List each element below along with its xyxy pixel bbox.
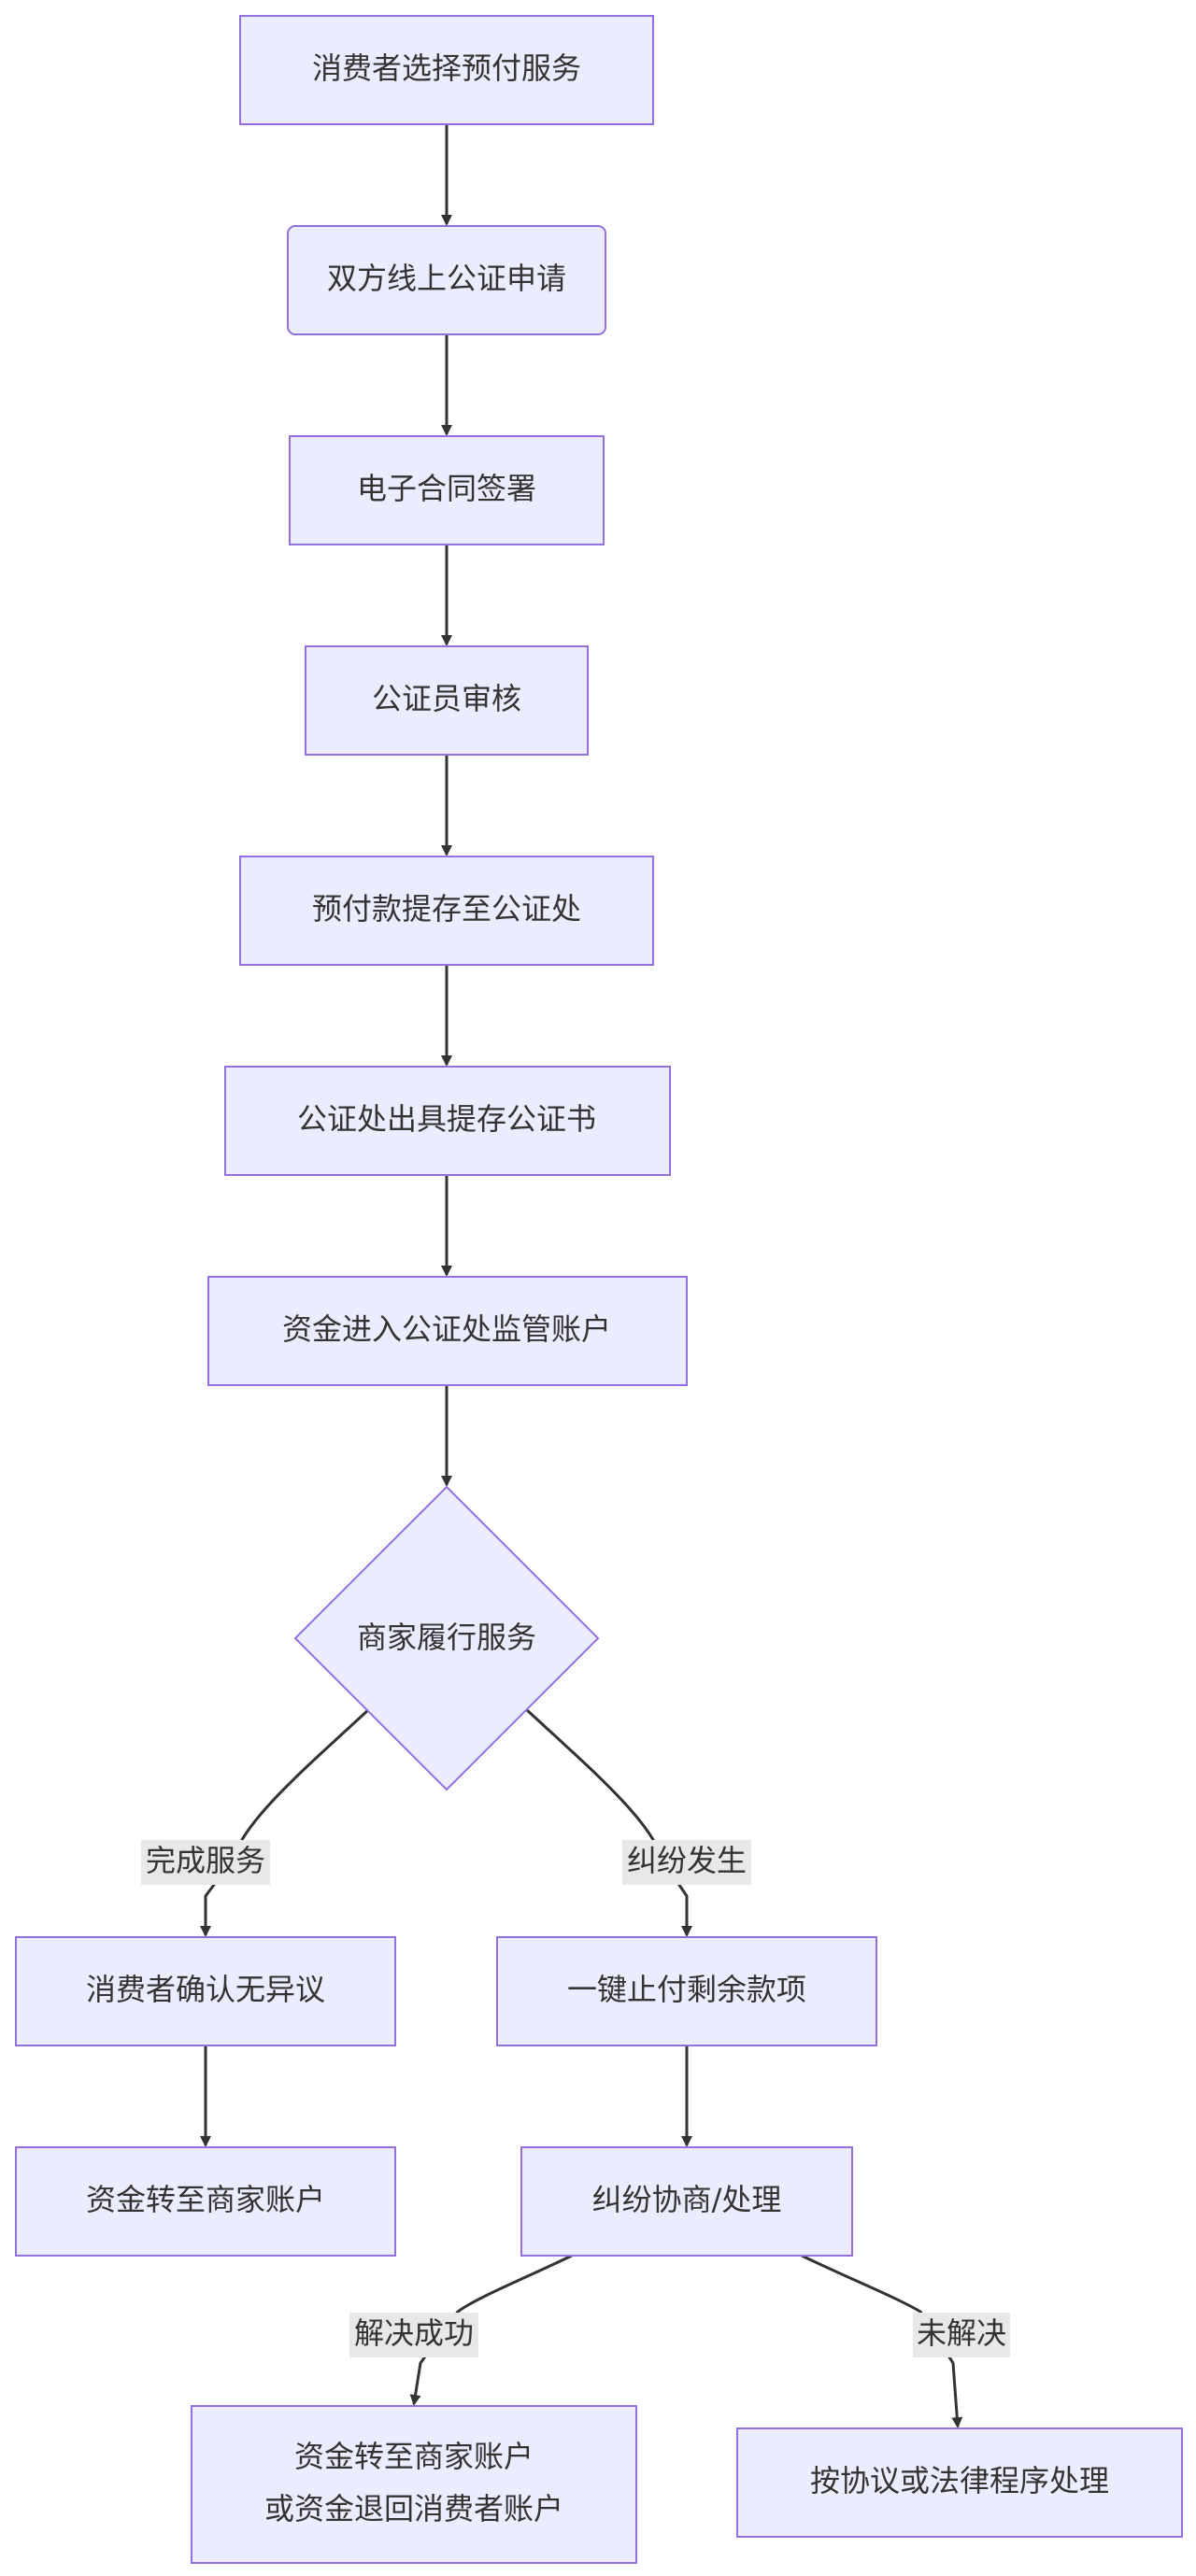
label-complete: 完成服务 xyxy=(146,1843,265,1878)
label-dispute: 纠纷发生 xyxy=(627,1843,747,1878)
svg-text:资金转至商家账户: 资金转至商家账户 xyxy=(294,2439,534,2474)
edge-labels: 完成服务 纠纷发生 解决成功 未解决 xyxy=(141,1840,1010,2357)
nodes: 消费者选择预付服务 双方线上公证申请 电子合同签署 公证员审核 预付款提存至公证… xyxy=(15,15,1183,2564)
node-notary-review: 公证员审核 xyxy=(305,645,589,756)
label-dispute-bg xyxy=(622,1840,751,1885)
svg-text:双方线上公证申请: 双方线上公证申请 xyxy=(327,261,566,296)
svg-text:或资金退回消费者账户: 或资金退回消费者账户 xyxy=(264,2491,563,2526)
node-funds-to-merchant: 资金转至商家账户 xyxy=(15,2146,396,2257)
node-deposit-certificate: 公证处出具提存公证书 xyxy=(224,1066,671,1176)
node-legal-procedure: 按协议或法律程序处理 xyxy=(736,2427,1183,2538)
node-select-prepaid: 消费者选择预付服务 xyxy=(239,15,654,125)
label-resolved-bg xyxy=(349,2313,478,2357)
edge-n8-n10 xyxy=(524,1707,692,1937)
node-merchant-service-decision: 商家履行服务 xyxy=(293,1485,600,1791)
node-e-contract: 电子合同签署 xyxy=(289,435,605,545)
svg-text:纠纷协商/处理: 纠纷协商/处理 xyxy=(592,2182,782,2217)
node-prepay-deposit: 预付款提存至公证处 xyxy=(239,856,654,966)
svg-text:公证处出具提存公证书: 公证处出具提存公证书 xyxy=(297,1101,596,1137)
svg-text:一键止付剩余款项: 一键止付剩余款项 xyxy=(567,1972,806,2007)
label-complete-bg xyxy=(141,1840,270,1885)
node-consumer-confirm: 消费者确认无异议 xyxy=(15,1936,396,2046)
node-supervised-account: 资金进入公证处监管账户 xyxy=(207,1276,688,1386)
svg-text:消费者选择预付服务: 消费者选择预付服务 xyxy=(312,50,581,86)
svg-text:资金转至商家账户: 资金转至商家账户 xyxy=(86,2182,325,2217)
node-funds-outcome: 资金转至商家账户 或资金退回消费者账户 xyxy=(191,2405,637,2564)
svg-text:消费者确认无异议: 消费者确认无异议 xyxy=(86,1972,325,2007)
edge-n12-n13 xyxy=(409,2254,573,2406)
node-stop-payment: 一键止付剩余款项 xyxy=(496,1936,877,2046)
svg-text:电子合同签署: 电子合同签署 xyxy=(357,471,536,506)
svg-text:公证员审核: 公证员审核 xyxy=(372,681,521,716)
node-dispute-handling: 纠纷协商/处理 xyxy=(520,2146,853,2257)
label-unresolved: 未解决 xyxy=(917,2315,1006,2351)
svg-text:预付款提存至公证处: 预付款提存至公证处 xyxy=(312,891,581,927)
label-resolved: 解决成功 xyxy=(354,2315,474,2351)
svg-text:商家履行服务: 商家履行服务 xyxy=(357,1620,536,1655)
edge-n8-n9 xyxy=(200,1707,371,1937)
svg-text:按协议或法律程序处理: 按协议或法律程序处理 xyxy=(810,2463,1109,2498)
svg-text:资金进入公证处监管账户: 资金进入公证处监管账户 xyxy=(282,1311,611,1347)
label-unresolved-bg xyxy=(913,2313,1010,2357)
edge-n12-n14 xyxy=(801,2254,963,2428)
node-online-notary-apply: 双方线上公证申请 xyxy=(287,225,606,335)
